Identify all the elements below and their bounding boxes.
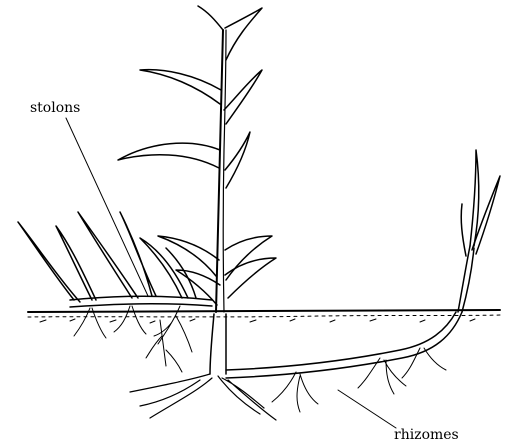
central-culm (118, 6, 276, 312)
stolons-leader-line (66, 118, 148, 296)
rhizomes-label: rhizomes (394, 428, 459, 442)
stolons-label: stolons (30, 101, 80, 115)
rhizome-runner (226, 150, 500, 412)
stolon-runner (18, 212, 212, 352)
soil-surface (28, 310, 500, 323)
crown-roots (130, 314, 276, 420)
rhizomes-leader-line (338, 390, 396, 428)
